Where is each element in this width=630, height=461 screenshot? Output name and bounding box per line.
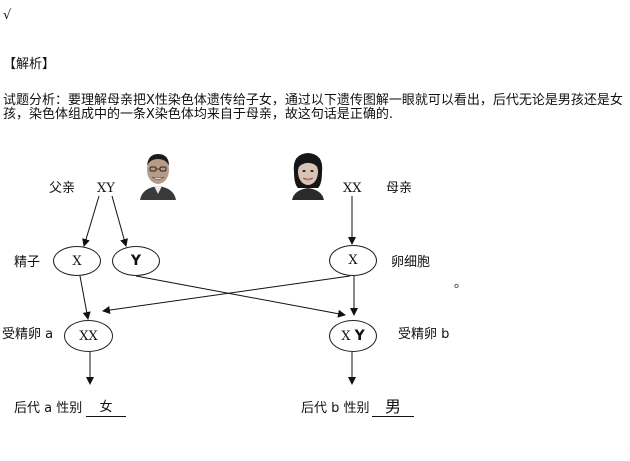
- analysis-text: 试题分析：要理解母亲把X性染色体遗传给子女，通过以下遗传图解一眼就可以看出，后代…: [3, 93, 623, 122]
- arrow-sperm-y-to-zygote-b: [135, 275, 346, 318]
- sperm-y-cell: Y: [112, 246, 160, 276]
- zygote-b-y-text: Y: [354, 328, 365, 344]
- father-label: 父亲: [49, 181, 76, 196]
- zygote-b-x-text: X: [341, 328, 351, 344]
- offspring-b-answer: 男: [372, 397, 414, 417]
- mother-label: 母亲: [386, 181, 413, 196]
- zygote-b-label: 受精卵 b: [398, 327, 450, 342]
- offspring-a-label: 后代 a 性别: [14, 401, 83, 416]
- arrow-sperm-x-to-zygote-a: [79, 275, 91, 320]
- sperm-x-cell: X: [53, 246, 101, 276]
- father-portrait-icon: [138, 150, 178, 200]
- offspring-b-label: 后代 b 性别: [301, 401, 370, 416]
- egg-x-cell: X: [329, 245, 377, 276]
- section-title: 【解析】: [3, 57, 56, 72]
- mother-genotype: XX: [343, 181, 362, 196]
- zygote-b-cell: X Y: [329, 320, 377, 352]
- zygote-a-label: 受精卵 a: [2, 327, 54, 342]
- egg-x-text: X: [348, 253, 358, 268]
- zygote-a-cell: XX: [64, 320, 113, 352]
- stray-mark: 。: [454, 276, 468, 291]
- father-genotype: XY: [97, 181, 115, 196]
- sperm-y-text: Y: [130, 253, 142, 269]
- arrow-egg-to-zygote-a: [102, 275, 351, 314]
- zygote-a-text: XX: [79, 328, 98, 344]
- answer-mark: √: [3, 8, 12, 23]
- sperm-x-text: X: [72, 253, 82, 269]
- mother-portrait-icon: [288, 150, 328, 200]
- egg-label: 卵细胞: [391, 255, 431, 270]
- arrow-father-to-sperm-y: [111, 195, 128, 247]
- offspring-a-answer: 女: [86, 400, 126, 417]
- arrow-father-to-sperm-x: [82, 195, 100, 247]
- sperm-label: 精子: [14, 255, 41, 270]
